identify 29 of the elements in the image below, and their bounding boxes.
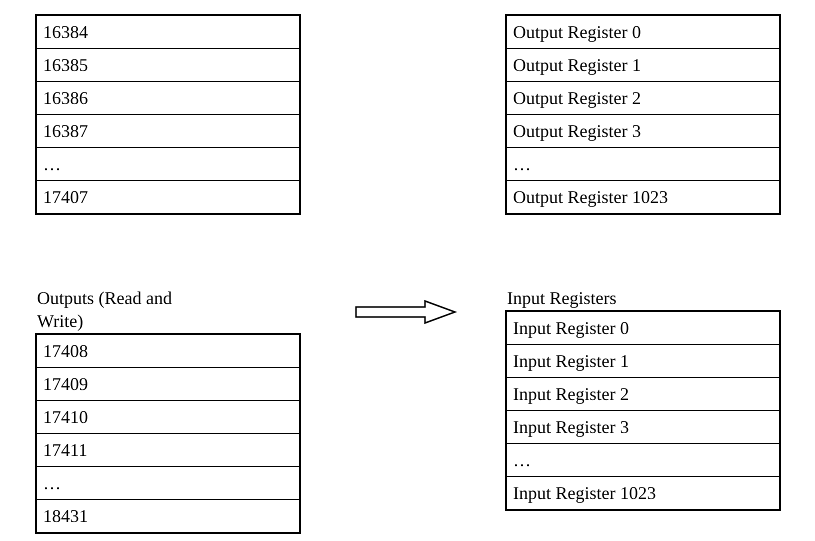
table-cell: Output Register 2 bbox=[507, 81, 779, 114]
table-cell: 16384 bbox=[37, 16, 299, 48]
table-cell: … bbox=[37, 147, 299, 180]
table-cell: 17410 bbox=[37, 400, 299, 433]
register-table bbox=[505, 14, 781, 215]
table-cell: Input Register 1023 bbox=[507, 476, 779, 509]
table-cell: Output Register 1023 bbox=[507, 180, 779, 213]
table-heading: Outputs (Read and Write) bbox=[36, 287, 173, 333]
table-cell: 17411 bbox=[37, 433, 299, 466]
table-cell: … bbox=[507, 147, 779, 180]
table-cell: Output Register 3 bbox=[507, 114, 779, 147]
table-cell: 17409 bbox=[37, 367, 299, 400]
table-cell: 17407 bbox=[37, 180, 299, 213]
register-table bbox=[35, 14, 301, 215]
table-cell: … bbox=[507, 443, 779, 476]
table-cell: 18431 bbox=[37, 499, 299, 532]
table-cell: Output Register 0 bbox=[507, 16, 779, 48]
table-cell: 16387 bbox=[37, 114, 299, 147]
table-cell: 17408 bbox=[37, 335, 299, 367]
table-cell: Input Register 3 bbox=[507, 410, 779, 443]
table-cell: 16386 bbox=[37, 81, 299, 114]
hollow-arrow bbox=[355, 300, 458, 324]
table-cell: … bbox=[37, 466, 299, 499]
table-cell: Output Register 1 bbox=[507, 48, 779, 81]
table-cell: 16385 bbox=[37, 48, 299, 81]
table-cell: Input Register 0 bbox=[507, 312, 779, 344]
table-cell: Input Register 1 bbox=[507, 344, 779, 377]
table-heading: Input Registers bbox=[506, 287, 618, 310]
table-cell: Input Register 2 bbox=[507, 377, 779, 410]
